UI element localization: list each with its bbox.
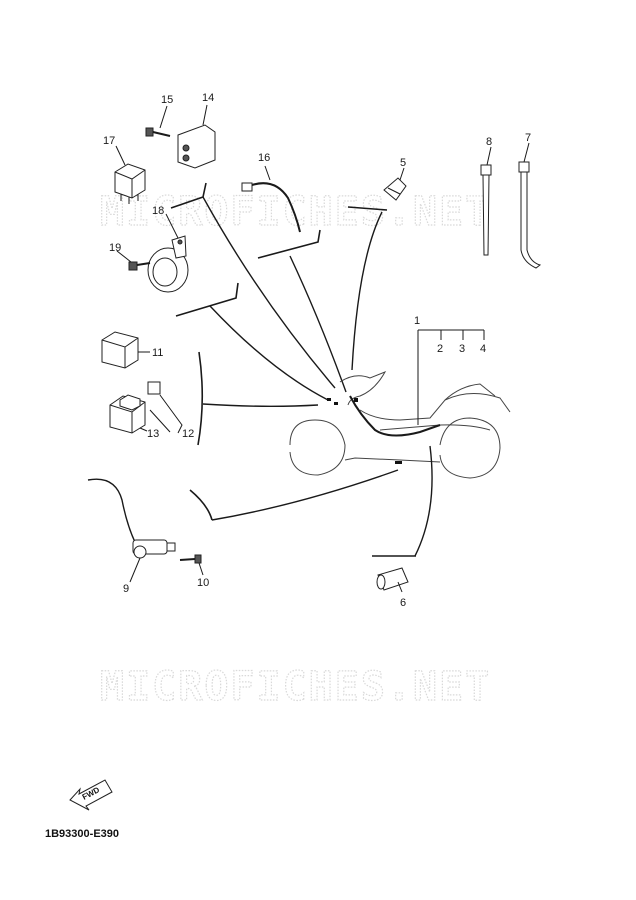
leader-15 xyxy=(159,105,168,129)
motorcycle-outline xyxy=(289,371,511,479)
leader-9 xyxy=(129,557,141,583)
callout-4: 4 xyxy=(480,343,486,355)
callout-3: 3 xyxy=(459,343,465,355)
callout-2: 2 xyxy=(437,343,443,355)
part-15-screw[interactable] xyxy=(145,127,171,137)
callout-10: 10 xyxy=(197,577,209,589)
main-harness xyxy=(349,395,441,437)
bracket-mid-left xyxy=(175,282,239,317)
callout-8: 8 xyxy=(486,136,492,148)
part-18-horn[interactable] xyxy=(147,235,189,293)
leader-13 xyxy=(139,427,148,432)
leader-1-4 xyxy=(417,329,485,425)
part-11-relay[interactable] xyxy=(101,331,139,369)
leader-6 xyxy=(397,581,403,593)
part-17-relay[interactable] xyxy=(114,163,146,204)
bracket-lower-left xyxy=(189,489,213,521)
leader-17 xyxy=(115,145,126,166)
part-14-bracket[interactable] xyxy=(177,124,216,169)
callout-15: 15 xyxy=(161,94,173,106)
part-5-clip[interactable] xyxy=(383,177,407,201)
part-9-sensor[interactable] xyxy=(87,478,176,559)
callout-16: 16 xyxy=(258,152,270,164)
bracket-top-mid xyxy=(257,229,321,259)
part-13-relay[interactable] xyxy=(109,381,161,434)
part-19-bolt[interactable] xyxy=(128,261,151,271)
callout-11: 11 xyxy=(152,347,163,359)
fwd-arrow-icon: FWD xyxy=(69,779,113,811)
leader-10 xyxy=(198,562,204,576)
leader-7 xyxy=(523,142,530,163)
callout-13: 13 xyxy=(147,428,159,440)
leader-16 xyxy=(264,165,271,181)
bracket-top-right xyxy=(347,206,388,211)
leader-19 xyxy=(116,250,132,263)
callout-6: 6 xyxy=(400,597,406,609)
diagram-code: 1B93300-E390 xyxy=(45,828,119,840)
callout-9: 9 xyxy=(123,583,129,595)
leader-5 xyxy=(399,167,405,181)
callout-14: 14 xyxy=(202,92,214,104)
bracket-left-group xyxy=(197,351,204,446)
leader-12 xyxy=(149,394,183,434)
part-16-lead-wire[interactable] xyxy=(241,182,301,233)
part-7-cable-tie[interactable] xyxy=(518,161,542,269)
leader-8 xyxy=(486,146,492,166)
part-10-bolt[interactable] xyxy=(179,554,202,564)
callout-18: 18 xyxy=(152,205,164,217)
watermark-bottom: MICROFICHES.NET xyxy=(100,664,491,710)
part-6-cover[interactable] xyxy=(376,567,409,591)
part-8-cable-tie[interactable] xyxy=(480,164,492,256)
callout-1: 1 xyxy=(414,315,420,327)
callout-17: 17 xyxy=(103,135,115,147)
callout-7: 7 xyxy=(525,132,531,144)
leader-14 xyxy=(202,104,208,126)
callout-19: 19 xyxy=(109,242,121,254)
callout-12: 12 xyxy=(182,428,194,440)
leader-18 xyxy=(165,213,179,239)
callout-5: 5 xyxy=(400,157,406,169)
